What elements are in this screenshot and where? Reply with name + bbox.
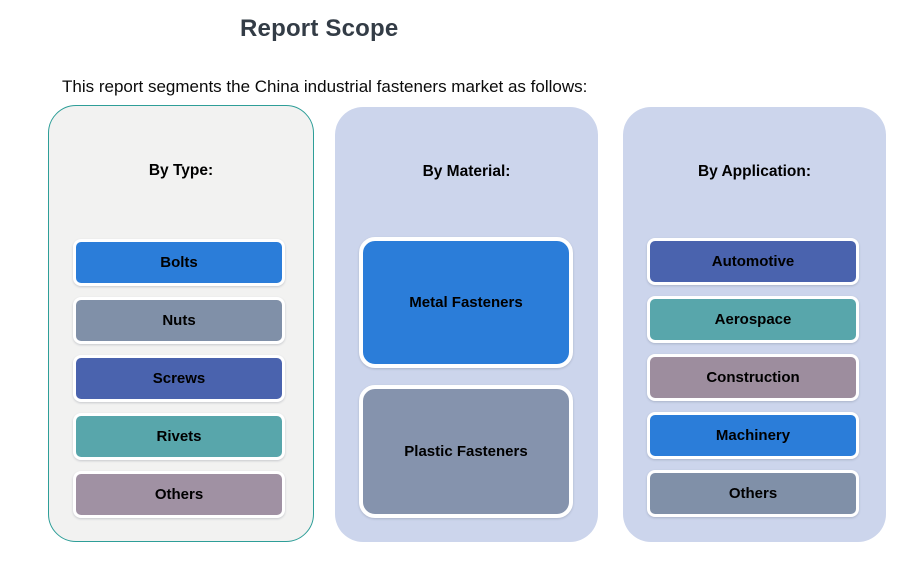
panel-by-application-header: By Application: bbox=[697, 163, 812, 180]
segment-nuts: Nuts bbox=[73, 297, 285, 344]
panel-by-material: By Material: Metal Fasteners Plastic Fas… bbox=[335, 107, 598, 542]
panel-by-application: By Application: Automotive Aerospace Con… bbox=[623, 107, 886, 542]
segment-type-others: Others bbox=[73, 471, 285, 518]
segment-plastic-fasteners: Plastic Fasteners bbox=[359, 385, 573, 518]
panel-by-application-items: Automotive Aerospace Construction Machin… bbox=[647, 238, 859, 517]
segment-bolts: Bolts bbox=[73, 239, 285, 286]
segment-automotive: Automotive bbox=[647, 238, 859, 285]
segment-metal-fasteners: Metal Fasteners bbox=[359, 237, 573, 368]
panel-by-type-header: By Type: bbox=[148, 162, 214, 179]
segment-application-others: Others bbox=[647, 470, 859, 517]
segment-rivets: Rivets bbox=[73, 413, 285, 460]
segment-construction: Construction bbox=[647, 354, 859, 401]
page-title: Report Scope bbox=[240, 15, 399, 42]
report-scope-description: This report segments the China industria… bbox=[62, 77, 588, 96]
segment-aerospace: Aerospace bbox=[647, 296, 859, 343]
panel-by-type: By Type: Bolts Nuts Screws Rivets Others bbox=[48, 105, 314, 542]
panel-by-type-items: Bolts Nuts Screws Rivets Others bbox=[73, 239, 285, 518]
segment-screws: Screws bbox=[73, 355, 285, 402]
segment-machinery: Machinery bbox=[647, 412, 859, 459]
panel-by-material-header: By Material: bbox=[422, 163, 511, 180]
panel-by-material-items: Metal Fasteners Plastic Fasteners bbox=[359, 237, 573, 518]
